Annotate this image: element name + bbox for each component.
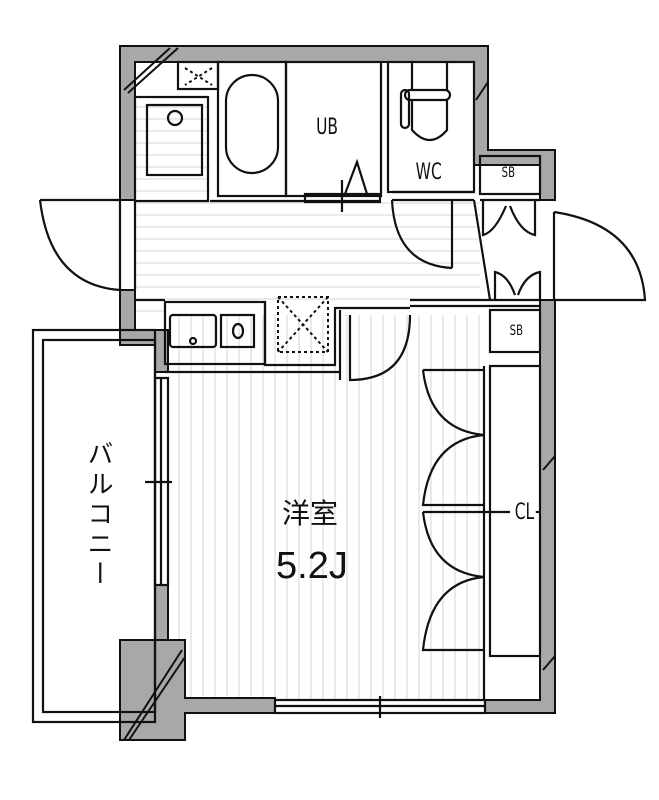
washing-machine-pan (145, 103, 204, 177)
shoe-box-upper-label: SB (501, 165, 515, 181)
western-room-floor (168, 315, 486, 700)
wall-break-marks (123, 47, 556, 741)
refrigerator-space (184, 67, 329, 353)
corridor-floor (135, 100, 480, 320)
western-room-size: 5.2J (276, 545, 348, 587)
shoe-box-lower-label: SB (509, 323, 523, 339)
interior-walls (31, 60, 647, 724)
western-room-label: 洋室 (282, 497, 339, 530)
toilet-label: WC (415, 160, 442, 185)
closet-label: CL (513, 500, 536, 525)
unit-bath-label: UB (316, 115, 338, 140)
balcony-label: バルコニー (83, 440, 113, 590)
